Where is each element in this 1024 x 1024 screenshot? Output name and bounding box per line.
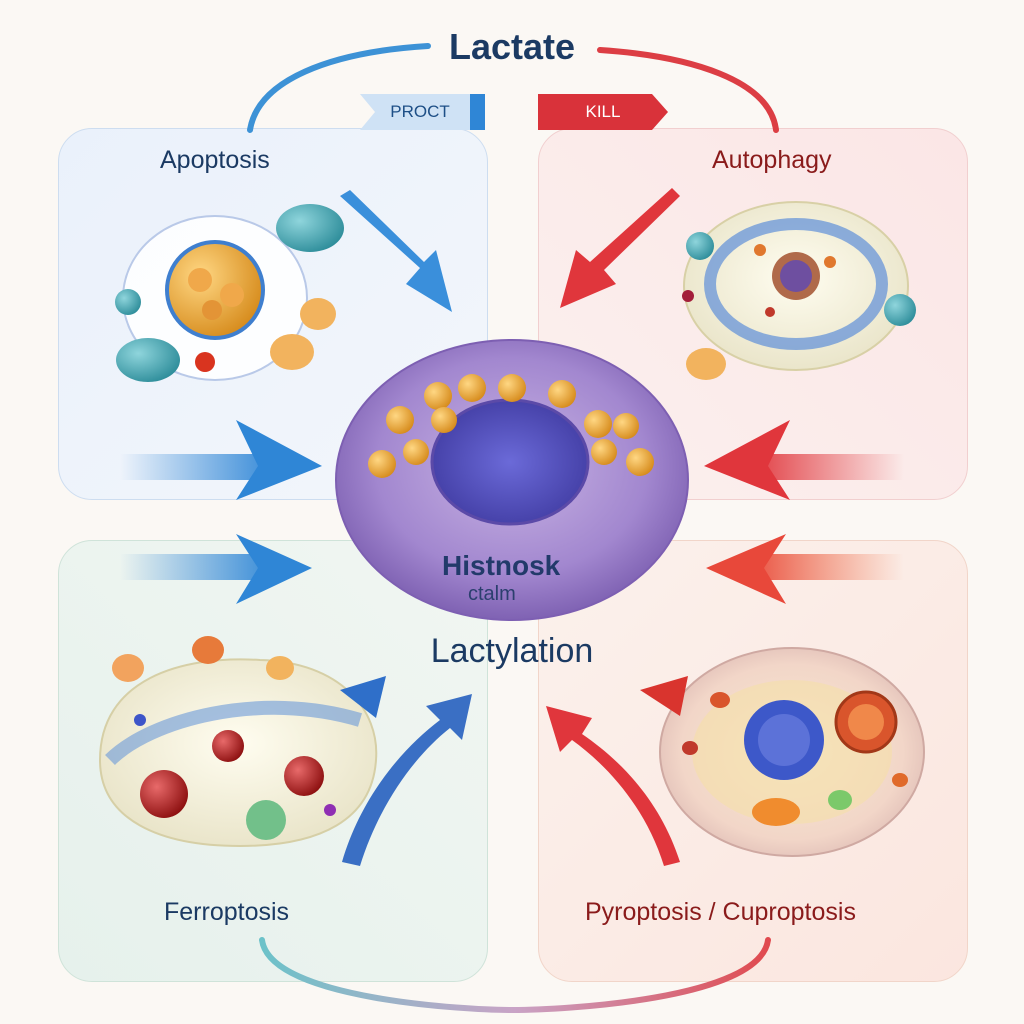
blue-arrow-upper (120, 420, 322, 500)
pyroptosis-cell (640, 647, 925, 857)
kill-tag: KILL (585, 102, 621, 121)
autophagy-label: Autophagy (712, 146, 832, 174)
center-cell (335, 339, 689, 621)
pyroptosis-label: Pyroptosis / Cuproptosis (585, 898, 856, 926)
kill-tag-shape (538, 94, 668, 130)
protect-tag-stripe (470, 94, 485, 130)
autophagy-cell (682, 201, 916, 380)
top-right-arc (597, 47, 779, 133)
ferroptosis-cell (98, 636, 386, 848)
ferroptosis-label: Ferroptosis (164, 898, 290, 926)
lactate-title: Lactate (448, 26, 576, 67)
red-arrow-rising (546, 706, 680, 866)
center-cell-label: Histnosk (442, 550, 561, 581)
protect-tag: PROCT (390, 102, 450, 121)
apoptosis-cell (115, 204, 344, 382)
red-arrow-diagonal (560, 188, 680, 308)
bottom-arc (259, 937, 771, 1014)
blue-arrow-diagonal (340, 190, 452, 312)
red-arrow-upper (704, 420, 904, 500)
apoptosis-label: Apoptosis (160, 146, 270, 174)
lactylation-label: Lactylation (430, 632, 594, 670)
top-left-arc (247, 43, 431, 133)
blue-arrow-lower (120, 534, 312, 604)
protect-tag-shape (360, 94, 485, 130)
orange-arrow-lower (706, 534, 904, 604)
blue-arrow-rising (342, 694, 472, 866)
center-cell-sublabel: ctalm (468, 583, 516, 605)
